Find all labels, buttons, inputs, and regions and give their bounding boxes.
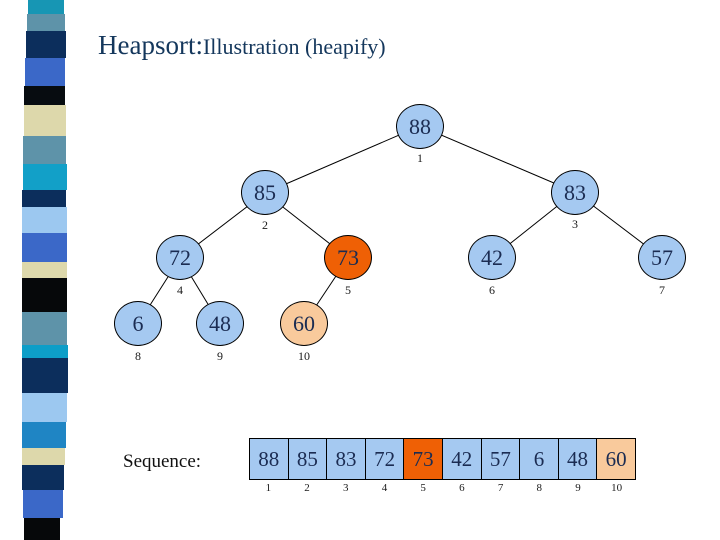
- tree-node-value: 73: [337, 244, 359, 270]
- tree-node-value: 42: [481, 244, 503, 270]
- tree-node: 85: [241, 170, 289, 215]
- slide-title-lead: Heapsort:: [98, 30, 203, 60]
- tree-node: 6: [114, 301, 162, 346]
- sequence-cell: 83: [326, 438, 366, 480]
- sequence-cell-index: 10: [611, 482, 623, 494]
- sequence-cell-index: 7: [497, 482, 504, 494]
- sequence-cell: 42: [441, 438, 482, 480]
- sequence-table: 88 85 83 72 73 42 57 6 48 60: [249, 438, 636, 480]
- strip-segment: [23, 136, 66, 164]
- tree-node-index: 5: [345, 283, 351, 297]
- strip-segment: [22, 465, 64, 490]
- sequence-cell-index: 8: [536, 482, 543, 494]
- tree-node-index: 1: [417, 151, 423, 165]
- strip-segment: [23, 164, 67, 190]
- strip-segment: [22, 262, 67, 278]
- tree-node-value: 57: [651, 244, 673, 270]
- tree-node-index: 4: [177, 283, 183, 297]
- tree-node-value: 48: [209, 310, 231, 336]
- tree-node-value: 6: [132, 310, 144, 336]
- strip-segment: [26, 31, 66, 58]
- strip-segment: [22, 312, 67, 345]
- tree-node: 73: [324, 235, 372, 280]
- tree-node: 60: [280, 301, 328, 346]
- sequence-cell: 60: [596, 438, 636, 480]
- strip-segment: [22, 233, 67, 262]
- tree-node-index: 6: [489, 283, 495, 297]
- tree-edge: [419, 125, 576, 193]
- slide-title: Heapsort:Illustration (heapify): [98, 30, 386, 61]
- tree-node-value: 60: [293, 310, 315, 336]
- sequence-cell: 57: [480, 438, 521, 480]
- tree-node: 72: [156, 235, 204, 280]
- strip-segment: [27, 14, 65, 31]
- tree-node: 83: [551, 170, 599, 215]
- sequence-cell: 6: [519, 438, 559, 480]
- strip-segment: [25, 58, 65, 86]
- strip-segment: [28, 0, 64, 14]
- tree-node: 88: [396, 104, 444, 149]
- sequence-cell-index: 9: [575, 482, 581, 494]
- sequence-cell-index: 5: [420, 482, 426, 494]
- strip-segment: [22, 207, 67, 233]
- strip-segment: [22, 358, 68, 393]
- tree-node-value: 83: [564, 179, 586, 205]
- sequence-cell-index: 1: [265, 482, 272, 494]
- tree-node-index: 7: [659, 283, 665, 297]
- tree-node-index: 8: [135, 349, 141, 363]
- sequence-cell-index: 2: [304, 482, 310, 494]
- tree-node-index: 2: [262, 218, 268, 232]
- sequence-cell: 48: [557, 438, 598, 480]
- tree-node-value: 88: [409, 113, 431, 139]
- sequence-label: Sequence:: [123, 451, 202, 472]
- sequence-indices: 1 2 3 4 5 6 7 8 9 10: [249, 482, 636, 494]
- strip-segment: [22, 190, 66, 207]
- strip-segment: [22, 393, 67, 422]
- tree-node-index: 10: [298, 349, 310, 363]
- sequence-cell-index: 4: [381, 482, 388, 494]
- strip-segment: [22, 278, 67, 312]
- tree-node: 42: [468, 235, 516, 280]
- slide-title-rest: Illustration (heapify): [202, 34, 386, 59]
- tree-node-value: 85: [254, 179, 276, 205]
- tree-edge: [264, 125, 421, 194]
- sequence-cell-index: 3: [343, 482, 349, 494]
- tree-node-index: 9: [217, 349, 223, 363]
- tree-node-value: 72: [169, 244, 191, 270]
- strip-segment: [24, 518, 60, 540]
- strip-segment: [22, 448, 65, 465]
- sequence-cell: 88: [249, 438, 289, 480]
- strip-segment: [24, 86, 65, 105]
- decorative-strip: [22, 0, 68, 540]
- sequence-cell: 72: [364, 438, 405, 480]
- tree-node-index: 3: [572, 217, 578, 231]
- sequence-cell: 85: [287, 438, 328, 480]
- strip-segment: [23, 490, 63, 518]
- tree-node: 48: [196, 301, 244, 346]
- sequence-cell: 73: [403, 438, 443, 480]
- strip-segment: [22, 422, 66, 448]
- sequence-cell-index: 6: [459, 482, 465, 494]
- strip-segment: [24, 105, 66, 136]
- strip-segment: [22, 345, 68, 358]
- tree-node: 57: [638, 235, 686, 280]
